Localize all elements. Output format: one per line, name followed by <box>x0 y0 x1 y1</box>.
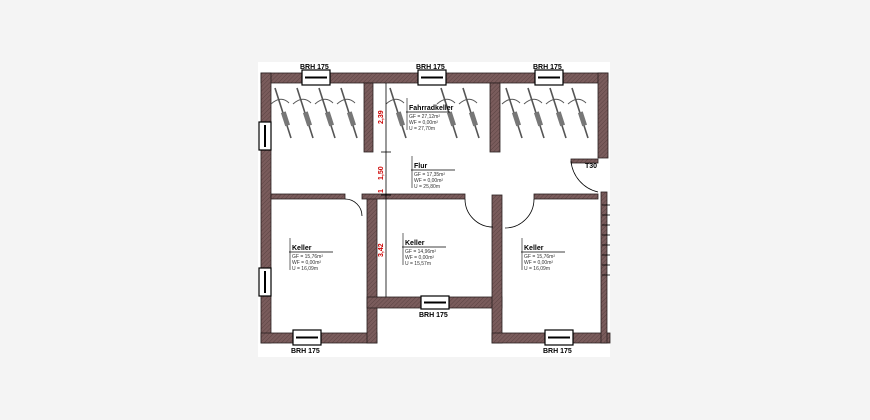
window-label: BRH 175 <box>419 312 448 319</box>
room-gf: GF = 15,76m² <box>524 254 555 260</box>
bicycle-icon <box>458 87 480 139</box>
bicycle-icon <box>545 87 567 139</box>
room-u: U = 15,57m <box>405 261 431 267</box>
window-label: BRH 175 <box>543 348 572 355</box>
window: BRH 175 <box>419 295 450 319</box>
window: BRH 175 <box>300 64 331 86</box>
room-wf: WF = 0,00m² <box>409 120 438 126</box>
room-wf: WF = 0,00m² <box>524 260 553 266</box>
window: BRH 175 <box>416 64 447 86</box>
room-name: Fahrradkeller <box>409 105 454 112</box>
dimension-label: 2,39 <box>378 110 385 124</box>
room-name: Keller <box>524 245 544 252</box>
window-label: BRH 175 <box>533 64 562 71</box>
bicycle-icon <box>336 87 358 139</box>
room-gf: GF = 14,96m² <box>405 249 436 255</box>
stairs <box>602 204 610 276</box>
room-gf: GF = 17,35m² <box>414 172 445 178</box>
bicycle-icon <box>292 87 314 139</box>
window <box>258 121 272 151</box>
window-label: BRH 175 <box>291 348 320 355</box>
bicycle-icon <box>501 87 523 139</box>
bicycle-icon <box>436 87 458 139</box>
dimension-label: 3,42 <box>378 243 385 257</box>
door-label: T30 <box>585 163 597 170</box>
bicycle-icon <box>314 87 336 139</box>
room-u: U = 16,09m <box>524 266 550 272</box>
window: BRH 175 <box>543 329 574 355</box>
bicycle-icon <box>270 87 292 139</box>
room-u: U = 27,70m <box>409 126 435 132</box>
room-name: Keller <box>292 245 312 252</box>
window: BRH 175 <box>291 329 322 355</box>
room-wf: WF = 0,00m² <box>405 255 434 261</box>
window <box>258 267 272 297</box>
dimension-label: 1 <box>378 189 385 193</box>
bicycle-icon <box>523 87 545 139</box>
window: BRH 175 <box>533 64 564 86</box>
doors <box>344 160 599 229</box>
room-gf: GF = 27,12m² <box>409 114 440 120</box>
room-name: Flur <box>414 163 427 170</box>
dimension-label: 1,50 <box>378 166 385 180</box>
bicycle-icon <box>385 87 407 139</box>
room-wf: WF = 0,00m² <box>292 260 321 266</box>
dimension-line <box>381 83 391 297</box>
room-name: Keller <box>405 240 425 247</box>
room-u: U = 16,09m <box>292 266 318 272</box>
bicycle-icon <box>567 87 589 139</box>
room-gf: GF = 15,76m² <box>292 254 323 260</box>
room-wf: WF = 0,00m² <box>414 178 443 184</box>
window-label: BRH 175 <box>416 64 445 71</box>
window-label: BRH 175 <box>300 64 329 71</box>
room-u: U = 25,80m <box>414 184 440 190</box>
